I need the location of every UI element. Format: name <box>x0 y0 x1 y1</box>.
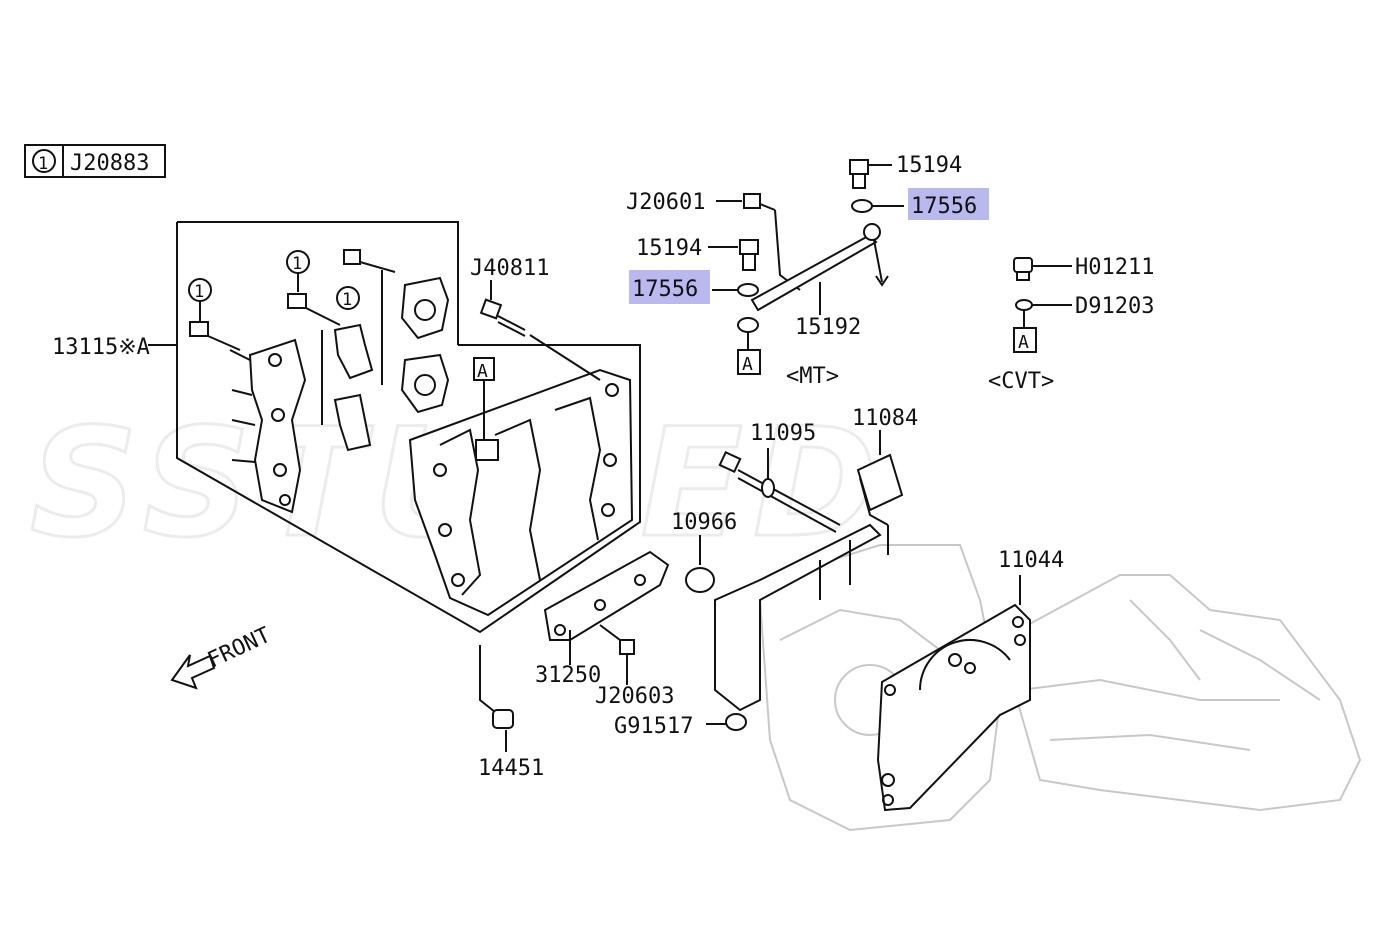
marker-one-2: 1 <box>292 254 302 274</box>
plug-14451 <box>479 645 514 752</box>
label-13115: 13115※A <box>52 335 150 360</box>
label-11084: 11084 <box>852 406 918 431</box>
oil-pipe-assembly: A <box>708 159 904 375</box>
marker-a-cvt: A <box>1018 332 1029 353</box>
marker-a-head: A <box>473 357 495 440</box>
engine-block-ghost <box>758 544 1362 832</box>
svg-text:A: A <box>477 361 488 382</box>
label-15192: 15192 <box>795 315 861 340</box>
block-side-parts <box>685 430 904 712</box>
cam-carrier-left <box>229 338 307 514</box>
label-31250: 31250 <box>535 663 601 688</box>
label-d91203: D91203 <box>1075 294 1154 319</box>
label-11044: 11044 <box>998 548 1064 573</box>
marker-one-1: 1 <box>194 282 204 302</box>
label-15194-mid: 15194 <box>636 236 702 261</box>
ref-code: J20883 <box>70 151 149 176</box>
label-mt: <MT> <box>786 364 839 389</box>
bolt-group-left: 1 1 1 <box>188 249 396 351</box>
bracket-31250 <box>543 550 670 685</box>
reference-box: 1 J20883 <box>24 144 166 178</box>
label-cvt: <CVT> <box>988 369 1054 394</box>
label-17556-mid: 17556 <box>632 277 698 302</box>
cam-caps <box>321 270 450 452</box>
front-label: FRONT <box>204 623 275 674</box>
cylinder-head-frame <box>148 221 641 634</box>
label-g91517: G91517 <box>614 714 693 739</box>
label-j20603: J20603 <box>595 684 674 709</box>
label-14451: 14451 <box>478 756 544 781</box>
label-h01211: H01211 <box>1075 255 1154 280</box>
marker-one-3: 1 <box>342 290 352 310</box>
cylinder-head <box>408 368 634 617</box>
cvt-parts: A <box>1013 257 1072 353</box>
ref-circle-number: 1 <box>38 154 48 174</box>
label-10966: 10966 <box>671 510 737 535</box>
label-17556-top: 17556 <box>911 194 977 219</box>
highlight-17556-mid <box>629 270 710 304</box>
label-j40811: J40811 <box>470 256 549 281</box>
front-arrow: FRONT <box>170 623 275 690</box>
bolt-j40811 <box>479 280 601 381</box>
gasket-11044 <box>876 575 1031 812</box>
label-15194-top: 15194 <box>896 153 962 178</box>
label-j20601: J20601 <box>626 190 705 215</box>
oring-g91517 <box>706 713 747 731</box>
label-11095: 11095 <box>750 421 816 446</box>
highlight-17556-top <box>908 188 989 220</box>
marker-a-mt: A <box>742 354 753 375</box>
